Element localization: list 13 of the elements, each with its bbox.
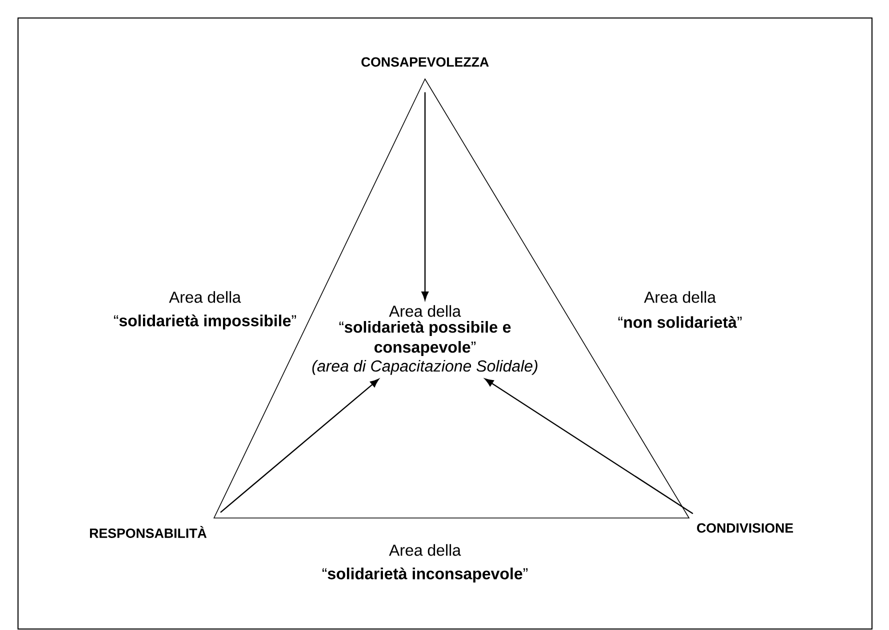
vertex-label: CONDIVISIONE [697, 523, 794, 533]
area-label: Area della [644, 291, 716, 303]
area-label: “solidarietà inconsapevole” [322, 567, 528, 583]
area-label: “solidarietà impossibile” [114, 314, 296, 330]
arrow [484, 378, 694, 514]
vertex-label: RESPONSABILITÀ [90, 526, 207, 538]
area-label: “non solidarietà” [618, 316, 742, 328]
arrow [421, 92, 429, 300]
area-label: Area della [389, 544, 461, 556]
area-label: Area della [169, 291, 241, 303]
arrow [220, 378, 379, 513]
vertex-label: CONSAPEVOLEZZA [361, 57, 489, 67]
area-label: Area della “solidarietà possibile e consapevole” (area di Capacitazione Solidale) [312, 305, 538, 375]
